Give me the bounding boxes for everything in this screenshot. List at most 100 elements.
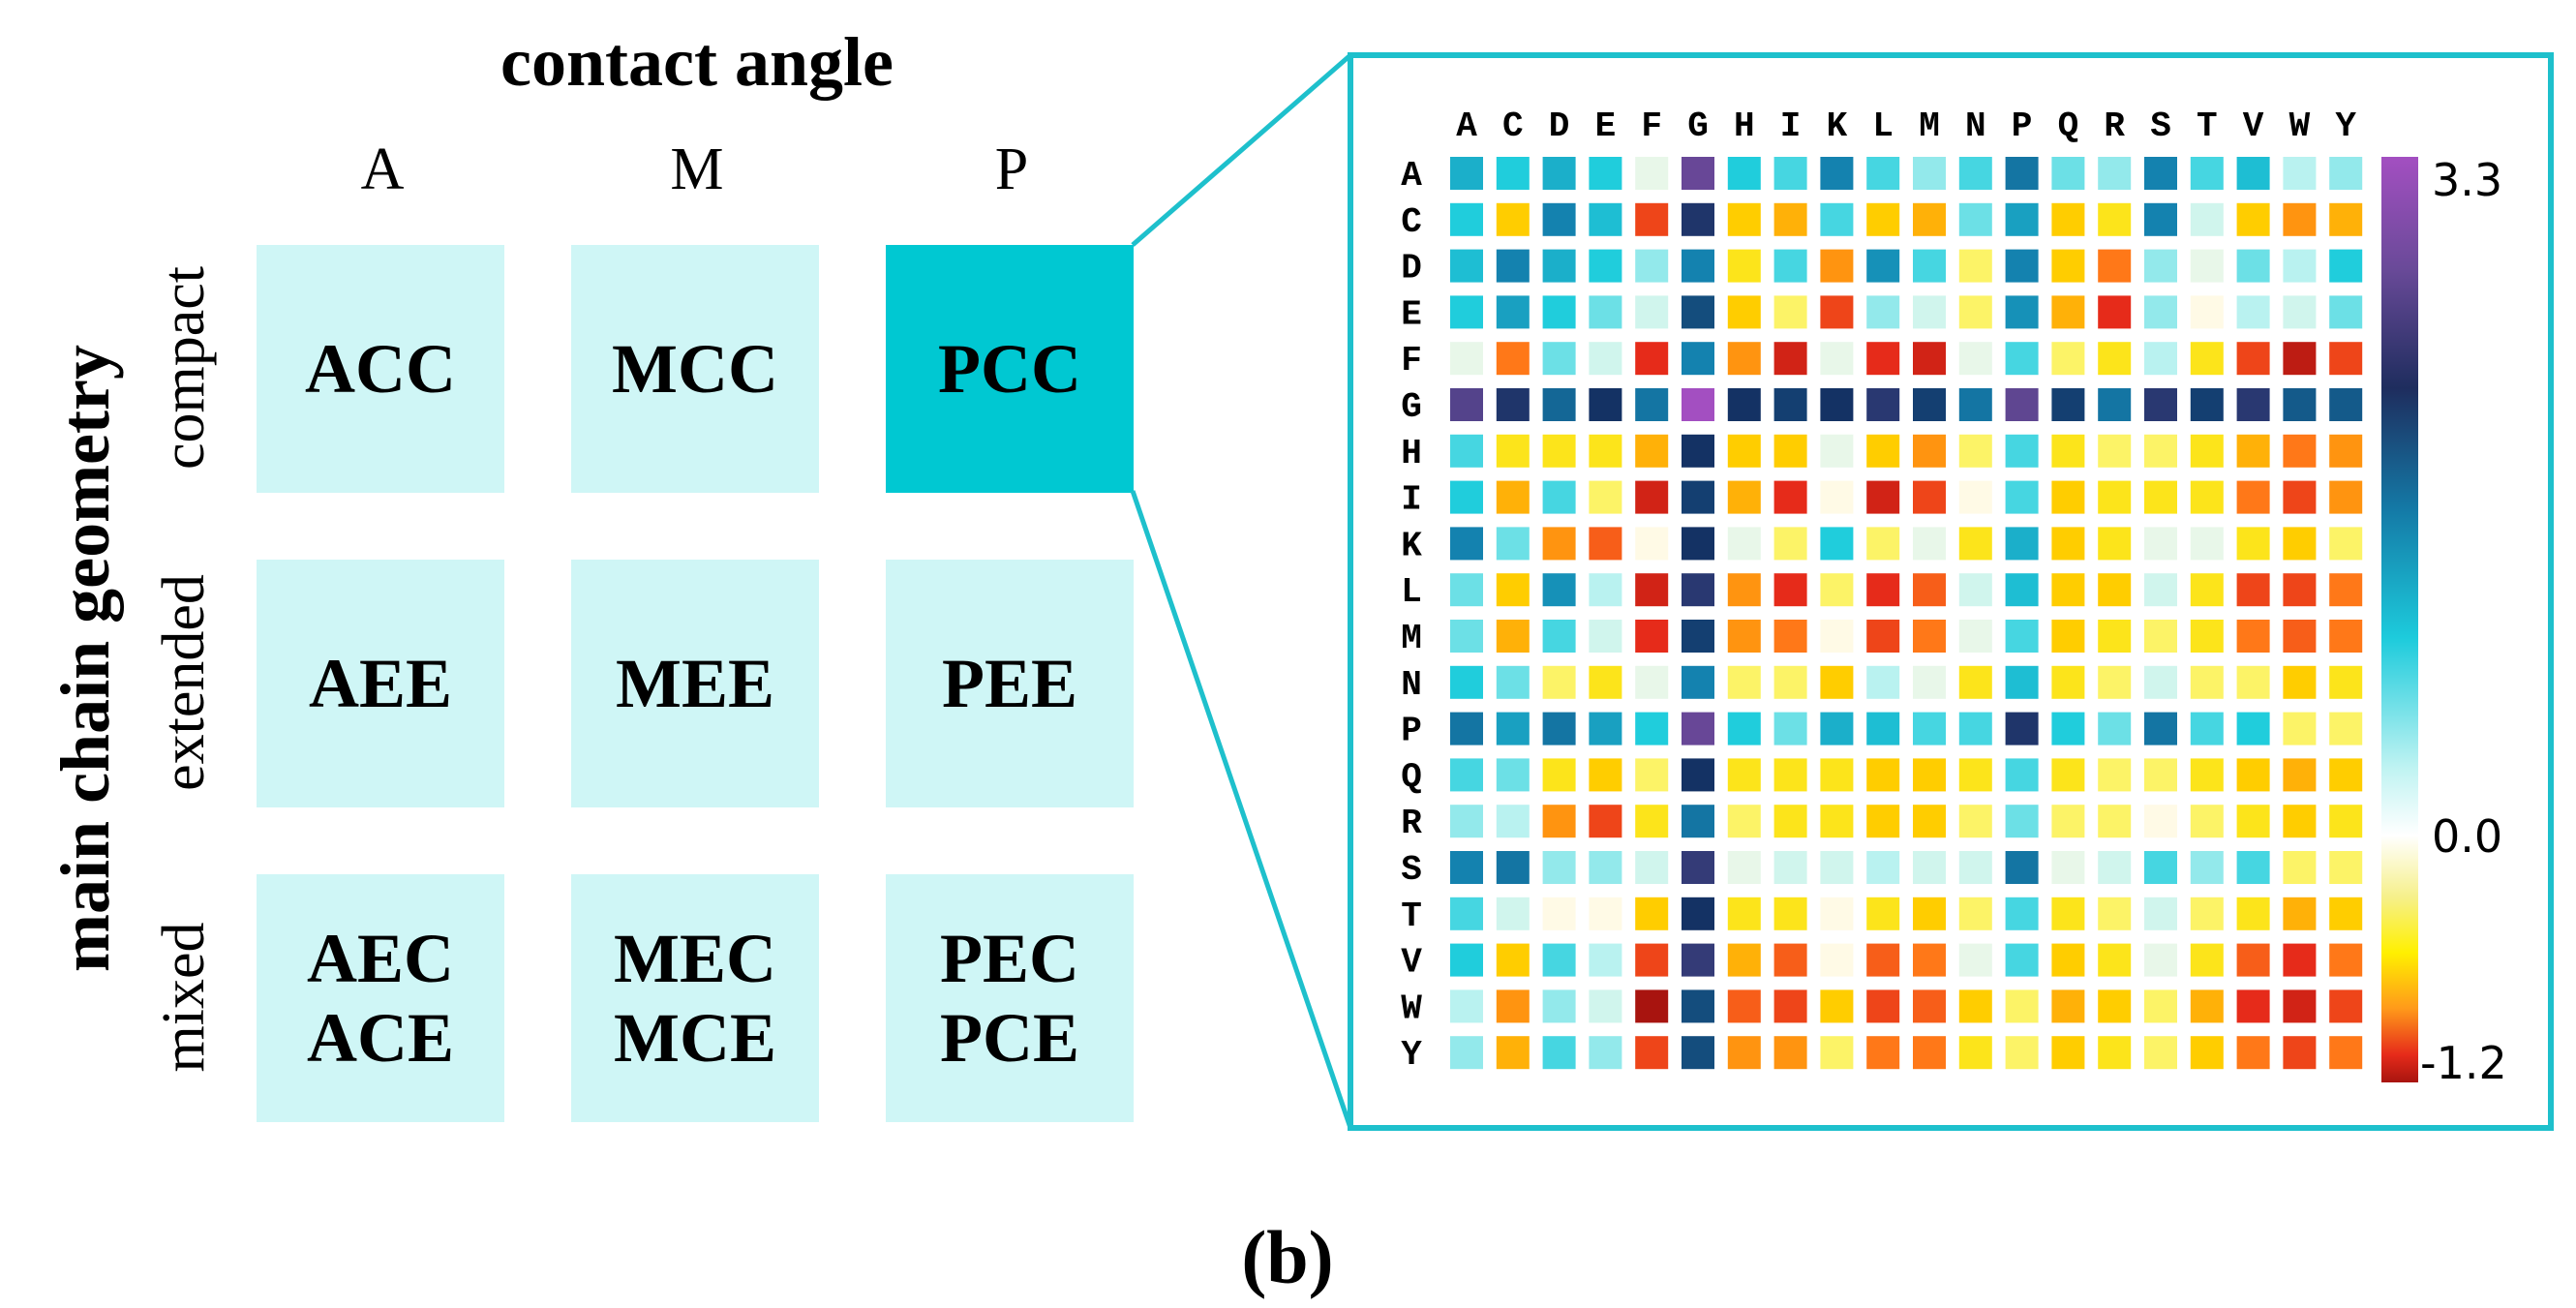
heatmap-cell-A-F (1635, 157, 1669, 190)
heatmap-cell-G-Y (2329, 388, 2363, 421)
heatmap-cell-A-M (1913, 157, 1946, 190)
heatmap-cell-V-K (1820, 943, 1854, 977)
heatmap-cell-I-N (1958, 480, 1992, 514)
heatmap-cell-P-N (1958, 712, 1992, 745)
heatmap-cell-L-A (1450, 573, 1483, 607)
heatmap-cell-C-I (1773, 202, 1807, 236)
x-tick-label-A: A (1456, 106, 1477, 146)
heatmap-cell-F-M (1913, 342, 1946, 376)
heatmap-cell-E-M (1913, 295, 1946, 329)
heatmap-cell-H-I (1773, 434, 1807, 468)
heatmap-cell-L-T (2190, 573, 2224, 607)
heatmap-cell-P-W (2283, 712, 2317, 745)
heatmap-cell-F-H (1727, 342, 1761, 376)
heatmap-cell-W-H (1727, 989, 1761, 1023)
heatmap-cell-E-V (2236, 295, 2270, 329)
heatmap-cell-E-I (1773, 295, 1807, 329)
heatmap-cell-L-C (1496, 573, 1530, 607)
heatmap-cell-R-W (2283, 805, 2317, 838)
heatmap-cell-S-W (2283, 851, 2317, 884)
heatmap-cell-T-C (1496, 897, 1530, 930)
heatmap-cell-W-R (2098, 989, 2132, 1023)
heatmap (1450, 157, 2363, 1070)
colorbar-min-label: -1.2 (2420, 1037, 2507, 1089)
heatmap-cell-L-W (2283, 573, 2317, 607)
heatmap-cell-H-D (1542, 434, 1576, 468)
heatmap-cell-R-S (2144, 805, 2177, 838)
cell-label-pec: PEC (940, 920, 1079, 997)
heatmap-cell-I-C (1496, 480, 1530, 514)
heatmap-cell-I-L (1866, 480, 1900, 514)
heatmap-cell-M-N (1958, 620, 1992, 653)
cell-label-mec: MEC (614, 920, 776, 997)
heatmap-cell-T-P (2005, 897, 2039, 930)
x-tick-label-D: D (1549, 106, 1570, 146)
heatmap-cell-M-F (1635, 620, 1669, 653)
heatmap-cell-S-D (1542, 851, 1576, 884)
heatmap-cell-H-Y (2329, 434, 2363, 468)
heatmap-cell-D-I (1773, 249, 1807, 283)
heatmap-cell-D-V (2236, 249, 2270, 283)
heatmap-cell-V-L (1866, 943, 1900, 977)
heatmap-cell-P-Q (2051, 712, 2085, 745)
heatmap-cell-Y-G (1682, 1036, 1714, 1070)
cell-acc (257, 245, 504, 493)
heatmap-cell-R-Q (2051, 805, 2085, 838)
heatmap-cell-V-W (2283, 943, 2317, 977)
heatmap-cell-V-R (2098, 943, 2132, 977)
heatmap-cell-M-I (1773, 620, 1807, 653)
heatmap-cell-G-D (1542, 388, 1576, 421)
heatmap-cell-R-F (1635, 805, 1669, 838)
heatmap-cell-V-C (1496, 943, 1530, 977)
heatmap-cell-W-F (1635, 989, 1669, 1023)
heatmap-cell-R-D (1542, 805, 1576, 838)
heatmap-cell-F-T (2190, 342, 2224, 376)
heatmap-cell-D-R (2098, 249, 2132, 283)
heatmap-cell-E-A (1450, 295, 1483, 329)
y-tick-label-T: T (1401, 897, 1422, 936)
heatmap-cell-C-P (2005, 202, 2039, 236)
heatmap-cell-Q-S (2144, 758, 2177, 792)
heatmap-cell-M-Y (2329, 620, 2363, 653)
heatmap-cell-A-K (1820, 157, 1854, 190)
heatmap-cell-V-N (1958, 943, 1992, 977)
heatmap-cell-G-M (1913, 388, 1946, 421)
cell-label-mce: MCE (614, 999, 776, 1077)
heatmap-cell-C-Q (2051, 202, 2085, 236)
heatmap-cell-Q-F (1635, 758, 1669, 792)
heatmap-cell-Q-R (2098, 758, 2132, 792)
heatmap-cell-T-Y (2329, 897, 2363, 930)
heatmap-cell-G-T (2190, 388, 2224, 421)
heatmap-cell-V-I (1773, 943, 1807, 977)
heatmap-cell-M-P (2005, 620, 2039, 653)
heatmap-cell-F-D (1542, 342, 1576, 376)
heatmap-cell-Y-E (1589, 1036, 1622, 1070)
heatmap-cell-D-F (1635, 249, 1669, 283)
heatmap-cell-I-Q (2051, 480, 2085, 514)
cell-label-acc: ACC (305, 330, 456, 408)
cell-label-mee: MEE (616, 645, 774, 722)
heatmap-cell-C-L (1866, 202, 1900, 236)
x-tick-label-T: T (2197, 106, 2218, 146)
y-tick-label-N: N (1401, 665, 1422, 705)
heatmap-cell-E-W (2283, 295, 2317, 329)
heatmap-cell-T-F (1635, 897, 1669, 930)
heatmap-cell-N-I (1773, 665, 1807, 699)
heatmap-cell-H-N (1958, 434, 1992, 468)
heatmap-cell-L-Y (2329, 573, 2363, 607)
heatmap-cell-L-V (2236, 573, 2270, 607)
heatmap-cell-K-V (2236, 527, 2270, 561)
heatmap-cell-Q-T (2190, 758, 2224, 792)
heatmap-cell-N-D (1542, 665, 1576, 699)
y-tick-label-P: P (1401, 712, 1422, 751)
heatmap-cell-E-N (1958, 295, 1992, 329)
heatmap-cell-C-W (2283, 202, 2317, 236)
heatmap-cell-R-Y (2329, 805, 2363, 838)
heatmap-cell-T-R (2098, 897, 2132, 930)
contact-angle-title: contact angle (500, 23, 894, 101)
x-tick-label-C: C (1502, 106, 1524, 146)
heatmap-cell-A-P (2005, 157, 2039, 190)
x-tick-label-Q: Q (2058, 106, 2079, 146)
heatmap-cell-L-M (1913, 573, 1946, 607)
heatmap-cell-Q-E (1589, 758, 1622, 792)
